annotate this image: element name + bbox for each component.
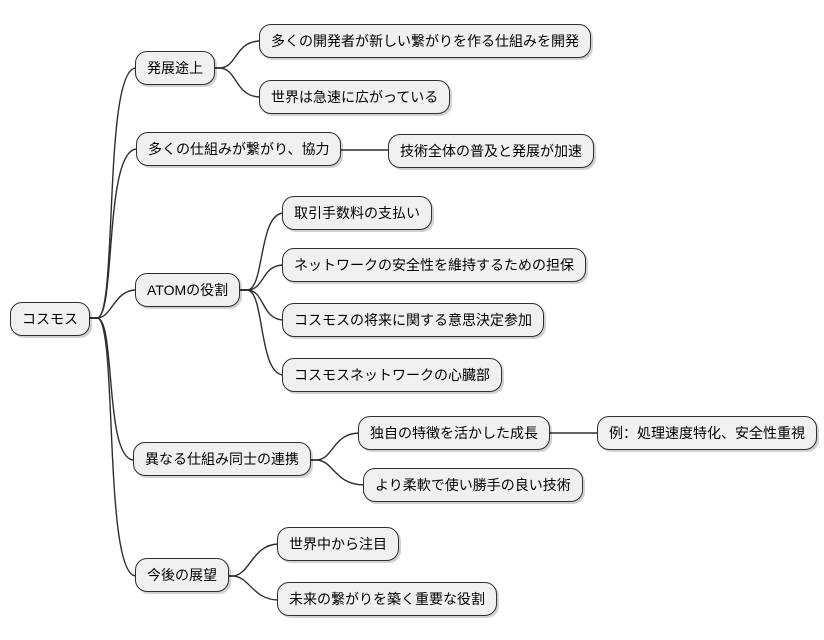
branch-node-development: 発展途上	[135, 51, 215, 85]
branch-node-interoperability: 異なる仕組み同士の連携	[133, 442, 311, 476]
leaf-node-flexible-tech: より柔軟で使い勝手の良い技術	[363, 468, 583, 502]
edge-development-to-developers	[210, 40, 262, 69]
edge-interop-to-growth	[307, 432, 361, 461]
leaf-node-network-heart: コスモスネットワークの心臓部	[282, 358, 502, 392]
edge-root-to-atom-role	[87, 289, 137, 319]
mindmap-root-node: コスモス	[10, 302, 90, 336]
edge-atom-to-fees	[237, 212, 285, 291]
edge-interop-to-flexible	[307, 459, 366, 486]
leaf-node-network-security: ネットワークの安全性を維持するための担保	[282, 248, 586, 282]
leaf-node-acceleration: 技術全体の普及と発展が加速	[388, 134, 594, 168]
leaf-node-global-attention: 世界中から注目	[277, 527, 399, 561]
edge-root-to-development	[87, 67, 137, 319]
leaf-node-future-role: 未来の繋がりを築く重要な役割	[277, 582, 497, 616]
edge-atom-to-governance	[237, 289, 285, 321]
edge-root-to-outlook	[87, 317, 137, 577]
edge-atom-to-security	[237, 264, 285, 291]
edge-outlook-to-future	[223, 575, 280, 601]
edge-atom-to-heart	[237, 289, 285, 376]
leaf-node-transaction-fees: 取引手数料の支払い	[282, 196, 432, 230]
leaf-node-governance: コスモスの将来に関する意思決定参加	[282, 303, 544, 337]
branch-node-outlook: 今後の展望	[135, 558, 229, 592]
edge-outlook-to-attention	[223, 543, 280, 577]
leaf-node-example: 例：処理速度特化、安全性重視	[597, 416, 817, 450]
leaf-node-world-expanding: 世界は急速に広がっている	[259, 80, 451, 114]
branch-node-cooperation: 多くの仕組みが繋がり、協力	[136, 132, 342, 166]
branch-node-atom-role: ATOMの役割	[135, 273, 241, 307]
leaf-node-unique-growth: 独自の特徴を活かした成長	[358, 416, 550, 450]
edge-development-to-world	[210, 67, 262, 98]
edge-root-to-cooperation	[87, 148, 138, 319]
leaf-node-developers: 多くの開発者が新しい繋がりを作る仕組みを開発	[259, 24, 591, 58]
